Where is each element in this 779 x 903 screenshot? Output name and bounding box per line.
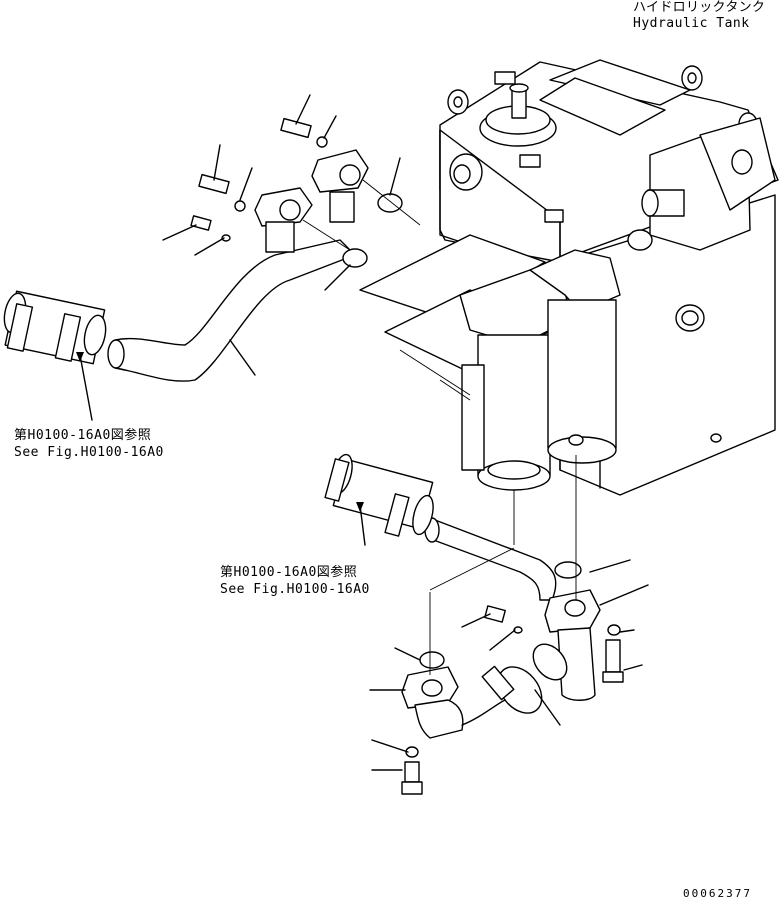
filter-assembly xyxy=(359,234,621,491)
title-english: Hydraulic Tank xyxy=(633,16,750,31)
reference-2-japanese: 第H0100-16A0図参照 xyxy=(220,565,358,580)
upper-hose-set xyxy=(3,94,421,421)
lower-hose-set xyxy=(324,453,649,795)
reference-1-japanese: 第H0100-16A0図参照 xyxy=(14,428,152,443)
drawing-number: 00062377 xyxy=(683,887,752,900)
title-japanese: ハイドロリックタンク xyxy=(633,0,766,15)
reference-1-english: See Fig.H0100-16A0 xyxy=(14,445,164,460)
reference-2-english: See Fig.H0100-16A0 xyxy=(220,582,370,597)
